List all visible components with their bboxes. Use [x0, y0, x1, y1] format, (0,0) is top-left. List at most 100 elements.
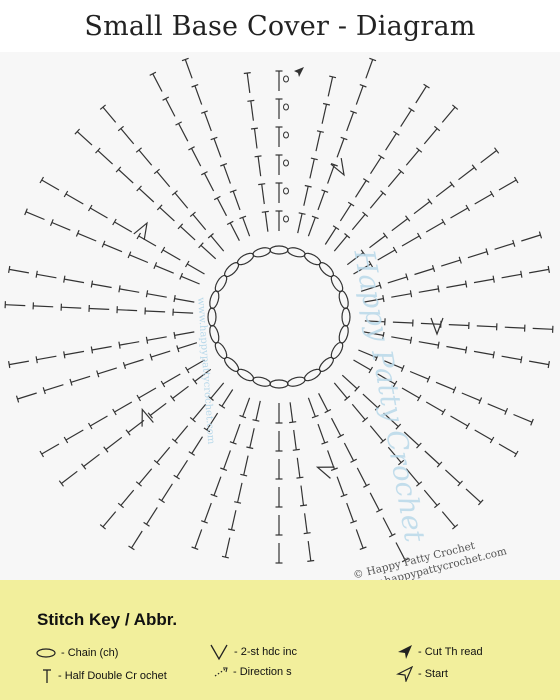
- chain-stitch: [207, 307, 217, 327]
- hdc-stitch: [77, 232, 97, 242]
- key-item-hdc: - Half Double Cr ochet: [40, 668, 167, 684]
- hdc-stitch: [400, 109, 413, 127]
- hdc-stitch: [64, 350, 85, 356]
- key-label-start: - Start: [418, 668, 448, 680]
- hdc-stitch-bar: [49, 219, 54, 227]
- hdc-stitch-bar: [171, 438, 178, 444]
- hdc-stitch-bar: [35, 356, 38, 364]
- hdc-stitch: [229, 222, 240, 241]
- hdc-stitch: [446, 283, 467, 289]
- hdc-stitch-bar: [337, 433, 345, 439]
- hdc-stitch-bar: [530, 418, 534, 426]
- hdc-stitch: [91, 345, 112, 351]
- hdc-stitch: [405, 149, 420, 166]
- hdc-stitch: [487, 403, 507, 413]
- hdc-stitch: [494, 242, 514, 250]
- hdc-stitch: [162, 373, 181, 385]
- hdc-stitch: [264, 211, 269, 232]
- hdc-stitch-bar: [189, 416, 196, 423]
- hdc-stitch-bar: [58, 480, 64, 487]
- hdc-stitch-bar: [416, 147, 423, 153]
- two-st-inc-v-icon: [210, 644, 228, 661]
- hdc-stitch-bar: [191, 546, 199, 550]
- hdc-stitch: [200, 244, 217, 260]
- start-arrow-outline-icon: [396, 666, 414, 682]
- hdc-stitch-bar: [398, 168, 405, 175]
- hdc-stitch: [246, 73, 251, 93]
- hdc-stitch: [230, 510, 237, 530]
- stitch-key-panel: Stitch Key / Abbr. - Chain (ch) - Half D…: [0, 580, 560, 700]
- hdc-stitch-bar: [122, 362, 127, 369]
- hdc-stitch: [297, 213, 303, 234]
- hdc-stitch: [5, 304, 26, 307]
- hdc-stitch-bar: [198, 242, 204, 249]
- hdc-stitch-bar: [513, 176, 519, 184]
- key-item-inc: - 2-st hdc inc: [208, 643, 297, 661]
- hdc-stitch-bar: [42, 387, 46, 395]
- key-label-chain: - Chain (ch): [61, 647, 119, 659]
- key-label-inc: - 2-st hdc inc: [234, 646, 297, 658]
- increase-stitch: [133, 221, 148, 241]
- hdc-stitch-bar: [192, 378, 198, 385]
- hdc-stitch: [176, 459, 189, 478]
- hdc-stitch: [413, 201, 431, 215]
- hdc-stitch: [346, 111, 355, 132]
- hdc-stitch: [146, 336, 167, 341]
- hdc-stitch: [363, 298, 384, 303]
- hdc-stitch: [213, 476, 222, 496]
- hdc-stitch-bar: [240, 473, 248, 477]
- hdc-stitch: [391, 218, 409, 232]
- hdc-stitch: [420, 322, 441, 325]
- hdc-stitch-bar: [63, 190, 69, 198]
- hdc-stitch: [253, 128, 258, 149]
- hdc-stitch: [64, 278, 85, 284]
- hdc-stitch: [210, 382, 225, 399]
- hdc-stitch: [186, 359, 205, 371]
- hdc-stitch-bar: [400, 364, 405, 372]
- hdc-stitch-bar: [258, 183, 266, 186]
- hdc-stitch: [127, 419, 145, 433]
- hdc-stitch: [156, 171, 171, 188]
- hdc-stitch: [33, 305, 54, 308]
- hdc-stitch-bar: [149, 71, 157, 76]
- hdc-stitch-bar: [382, 331, 385, 340]
- hdc-stitch: [498, 443, 517, 455]
- hdc-stitch: [377, 249, 396, 261]
- hdc-stitch-bar: [203, 427, 211, 433]
- hdc-stitch: [498, 179, 517, 191]
- hdc-stitch: [65, 193, 84, 205]
- hdc-stitch: [448, 324, 469, 327]
- hdc-stitch-bar: [184, 366, 190, 374]
- hdc-stitch-bar: [434, 502, 441, 509]
- hdc-stitch: [382, 517, 393, 536]
- hdc-stitch: [369, 425, 384, 442]
- hdc-stitch: [528, 268, 549, 274]
- hdc-stitch: [129, 254, 149, 264]
- hdc-stitch-bar: [200, 520, 208, 524]
- hdc-stitch: [369, 156, 382, 175]
- hdc-stitch-bar: [378, 281, 382, 289]
- hdc-stitch-bar: [74, 128, 81, 135]
- hdc-stitch: [327, 450, 335, 470]
- hdc-stitch: [156, 446, 171, 463]
- hdc-stitch: [474, 193, 493, 205]
- chain-stitch: [252, 376, 272, 387]
- hdc-stitch-bar: [307, 559, 315, 562]
- hdc-stitch: [480, 150, 497, 164]
- hdc-stitch: [184, 59, 193, 79]
- hdc-stitch-bar: [191, 84, 199, 88]
- hdc-stitch-bar: [239, 215, 247, 220]
- hdc-stitch: [339, 203, 352, 222]
- hdc-stitch: [391, 336, 412, 341]
- hdc-stitch: [441, 106, 456, 123]
- hdc-stitch: [44, 384, 64, 392]
- stitch-key-title: Stitch Key / Abbr.: [37, 610, 178, 629]
- hdc-stitch: [387, 171, 402, 188]
- hdc-stitch-bar: [96, 370, 100, 378]
- hdc-stitch-bar: [436, 461, 443, 468]
- hdc-stitch-bar: [464, 346, 468, 354]
- diagram-canvas: [4, 57, 554, 564]
- hdc-stitch-bar: [408, 107, 415, 113]
- hdc-stitch: [473, 350, 494, 356]
- hdc-stitch: [387, 276, 408, 284]
